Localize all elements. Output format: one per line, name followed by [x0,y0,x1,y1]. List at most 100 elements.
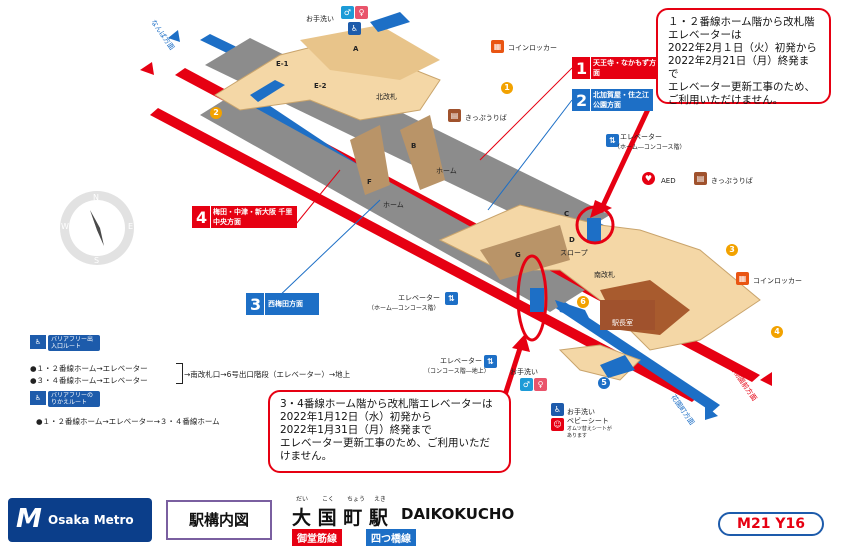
platform-3-number-box: 3 [246,293,264,315]
exit-3-badge: 3 [726,244,738,256]
exit-6-badge: 6 [577,296,589,308]
elevator-label-mid: エレベーター [398,294,440,302]
callout-circle-lower [516,254,548,342]
coin-locker-icon-2: ▦ [736,272,749,285]
letter-d: D [569,236,575,244]
osaka-metro-logo: M Osaka Metro [8,498,152,542]
letter-a: A [353,45,359,53]
line-badge-midosuji: 御堂筋線 [292,529,342,546]
elevator-sub-upper: （ホーム―コンコース階） [614,144,686,151]
platform-1-destination: 天王寺・なかもず方面 [591,57,659,79]
legend-route1-line1: ●１・２番線ホーム→エレベーター [30,364,148,373]
notice-lower-line-5: けません。 [280,450,333,462]
map-label-box: 駅構内図 [166,500,272,540]
elevator-label-low: エレベーター [440,357,482,365]
barrier-free-exit-icon: ♿ [30,335,46,349]
notice-lower-line-2: 2022年1月12日（水）初発から [280,411,432,423]
line-badge-yotsubashi: 四つ橋線 [366,529,416,546]
aed-label: AED [661,177,676,185]
aed-heart-icon: ♥ [642,172,655,185]
baby-seat-sub: オムツ替えシートがあります [567,426,612,439]
elevator-sub-mid: （ホーム―コンコース階） [368,305,440,312]
elevator-notice-lower: 3・4番線ホーム階から改札階エレベーターは 2022年1月12日（水）初発から … [268,390,511,473]
exit-2-badge: 2 [210,107,222,119]
baby-seat-icon: ☺ [551,418,564,431]
elevator-icon-low: ⇅ [484,355,497,368]
elevator-icon-upper: ⇅ [606,134,619,147]
restroom-label-top: お手洗い [306,15,334,23]
platform-4-destination: 梅田・中津・新大阪 千里中央方面 [211,206,297,228]
ticket-machine-icon-2: ▤ [694,172,707,185]
accessible-toilet-icon: ♿ [348,22,361,35]
ticket-label-upper: きっぷうりば [465,114,507,122]
metro-m-icon: M [16,504,42,534]
platform-2-destination: 北加賀屋・住之江公園方面 [591,89,653,111]
station-title-en: DAIKOKUCHO [401,505,515,523]
notice-upper-line-1: １・２番線ホーム階から改札階 [668,16,815,28]
platform-2-number: 2 [576,91,588,110]
compass-w: W [61,222,69,231]
legend-route2-line1: ●１・２番線ホーム→エレベーター→３・４番線ホーム [36,417,220,426]
baby-seat-label: ベビーシート [567,417,609,425]
elevator-notice-upper: １・２番線ホーム階から改札階 エレベーターは 2022年2月１日（火）初発から … [656,8,831,106]
north-gate-label: 北改札 [376,93,397,101]
notice-upper-line-3: 2022年2月１日（火）初発から [668,42,817,54]
barrier-free-transfer-icon: ♿ [30,391,46,405]
ruby-2: こく [322,496,335,503]
legend-route2-badge: バリアフリーのりかえルート [48,391,100,407]
restroom-female-icon-2: ♀ [534,378,547,391]
station-title-ja: 大 国 町 駅 [292,507,388,529]
letter-c: C [564,210,570,218]
station-map-canvas [60,12,772,420]
elevator-marker-upper [587,218,601,242]
slope-label: スロープ [560,249,588,257]
legend-route1-badge: バリアフリー出入口ルート [48,335,100,351]
letter-e1: E-1 [276,60,289,68]
station-code-badge: M21 Y16 [718,512,824,536]
elevator-icon-mid: ⇅ [445,292,458,305]
restroom-female-icon: ♀ [355,6,368,19]
escalators [250,12,635,378]
coin-locker-label-upper: コインロッカー [508,44,557,52]
platform-3-number: 3 [250,295,262,314]
platform-label-upper: ホーム [436,167,457,175]
notice-lower-line-3: 2022年1月31日（月）終発まで [280,424,432,436]
legend-bracket [176,363,183,384]
elevator-label-upper: エレベーター [620,133,662,141]
logo-text: Osaka Metro [48,513,134,527]
callout-arrow-lower [502,341,525,396]
notice-lower-line-1: 3・4番線ホーム階から改札階エレベーターは [280,398,493,410]
notice-upper-line-5: エレベーター更新工事のため、 [668,81,815,93]
restroom-male-icon: ♂ [341,6,354,19]
elevator-sub-low: （コンコース階―地上） [424,368,490,375]
letter-g: G [515,251,521,259]
compass-n: N [93,193,99,202]
restroom-label-mid: お手洗い [510,368,538,376]
letter-f: F [367,178,372,186]
footer-bar: M Osaka Metro 駅構内図 だい こく ちょう えき 大 国 町 駅 … [0,476,842,549]
station-office-label: 駅長室 [612,319,633,327]
exit-1-badge: 1 [501,82,513,94]
coin-locker-icon: ▦ [491,40,504,53]
ticket-machine-icon: ▤ [448,109,461,122]
compass-graphic [60,191,134,265]
notice-upper-line-4: 2022年2月21日（月）終発まで [668,55,810,80]
platform-3-destination: 西梅田方面 [265,293,319,315]
ruby-3: ちょう [347,496,366,503]
platform-4-number: 4 [196,208,208,227]
south-gate-label: 南改札 [594,271,615,279]
callout-arrow-upper [597,103,653,214]
notice-lower-line-4: エレベーター更新工事のため、ご利用いただ [280,437,490,449]
exit-4-badge: 4 [771,326,783,338]
ruby-4: えき [374,496,386,503]
platform-1-number-box: 1 [572,57,590,79]
platform-4-number-box: 4 [192,206,210,228]
accessible-toilet-icon-2: ♿ [551,403,564,416]
letter-e2: E-2 [314,82,327,90]
letter-b: B [411,142,417,150]
notice-upper-line-6: ご利用いただけません。 [668,94,784,106]
station-office-block [600,300,655,330]
exit-5-badge: 5 [598,377,610,389]
compass-s: S [94,256,100,265]
platform-2-number-box: 2 [572,89,590,111]
